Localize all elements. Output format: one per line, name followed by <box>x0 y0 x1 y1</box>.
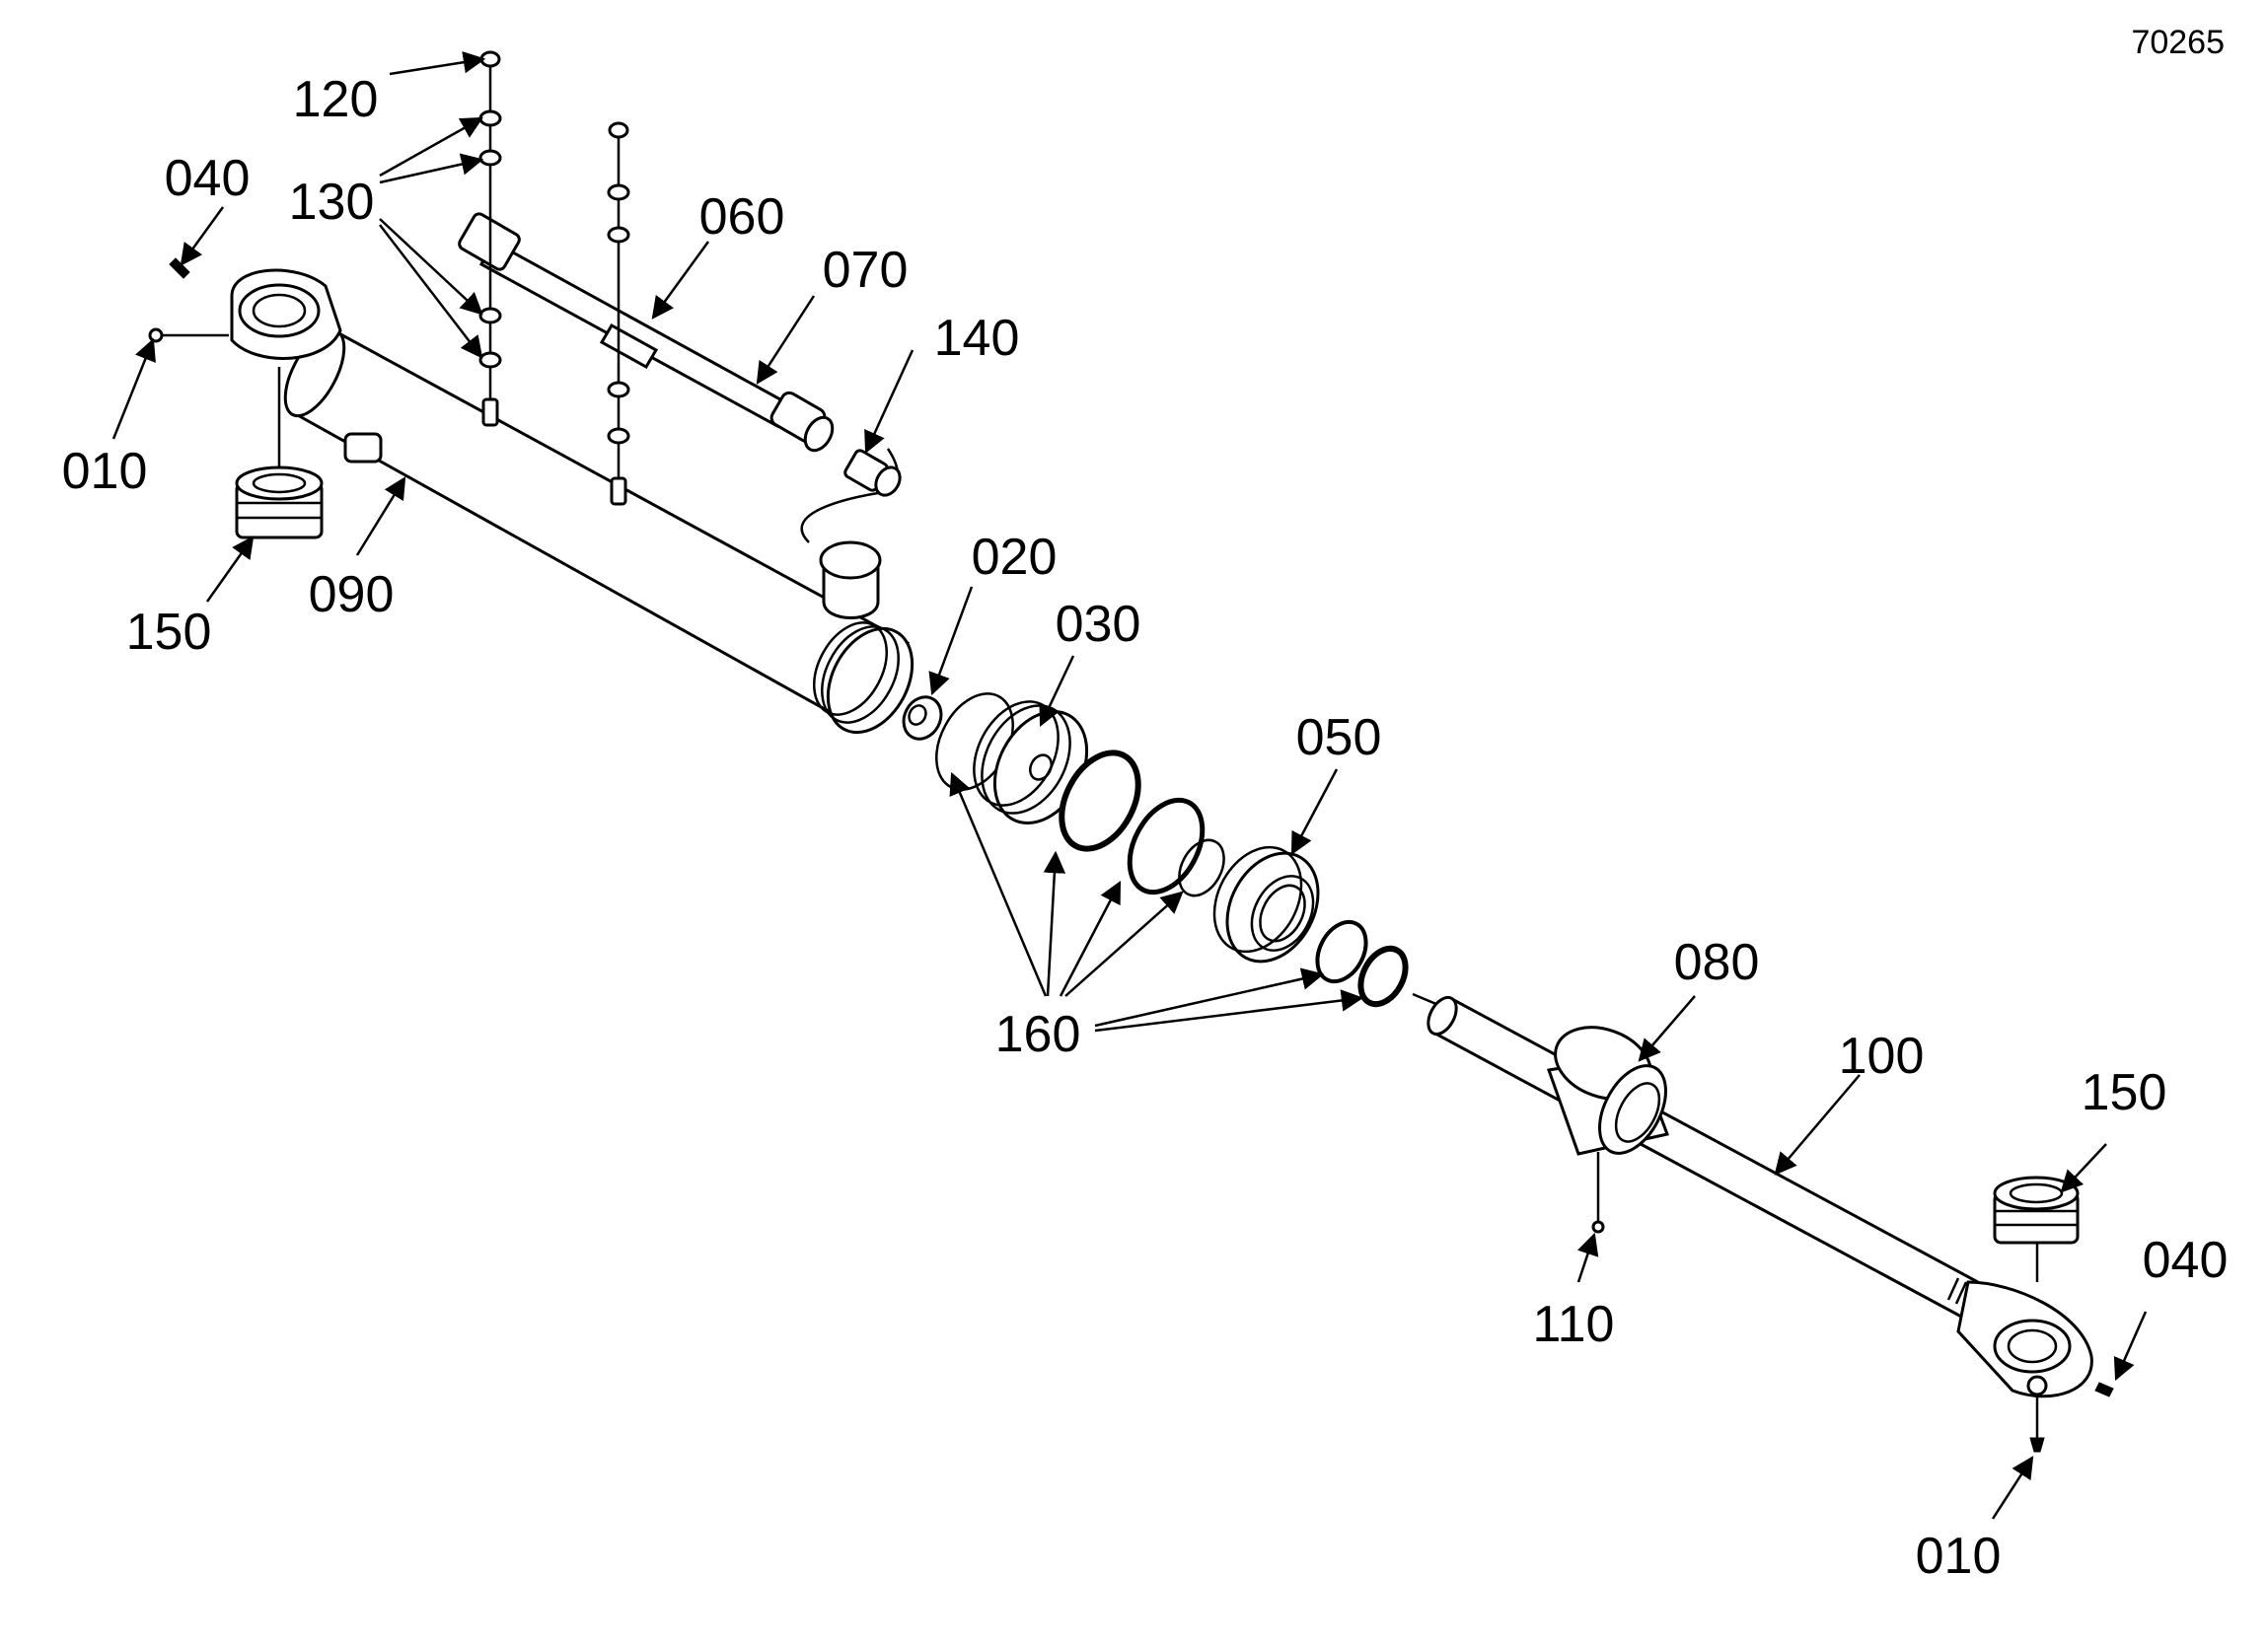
callout-100: 100 <box>1839 1028 1925 1085</box>
mounting-hardware-right <box>607 121 630 506</box>
barrel-port-fitting <box>800 448 900 619</box>
gland <box>1212 845 1320 964</box>
set-screw-right <box>2094 1382 2114 1397</box>
callout-070: 070 <box>823 242 909 299</box>
rod-clevis-eye <box>1956 1243 2093 1440</box>
callout-040-right: 040 <box>2143 1232 2229 1289</box>
rear-clevis-eye <box>230 268 342 473</box>
callout-160: 160 <box>995 1006 1081 1063</box>
seal-ring-2 <box>1059 750 1141 852</box>
seal-ring-5 <box>1315 919 1368 984</box>
grease-nipple-collar <box>1591 1220 1605 1234</box>
set-screw-left <box>169 257 190 279</box>
seal-ring-3 <box>1127 797 1206 895</box>
callout-150-left: 150 <box>126 604 212 661</box>
document-number: 70265 <box>2131 24 2225 61</box>
callout-090: 090 <box>309 566 395 623</box>
callout-040-left: 040 <box>165 150 251 207</box>
leader-lines <box>111 51 2148 1520</box>
hydraulic-tube-assembly <box>458 212 902 497</box>
grease-nipple-left <box>148 327 229 343</box>
rod-collar <box>1546 1026 1670 1223</box>
callout-080: 080 <box>1674 934 1760 991</box>
callout-120: 120 <box>293 71 379 128</box>
cylinder-barrel <box>283 327 915 735</box>
mounting-hardware-left <box>478 50 502 427</box>
callout-010-left: 010 <box>62 443 148 500</box>
callout-020: 020 <box>972 529 1058 586</box>
callout-030: 030 <box>1056 596 1141 653</box>
seal-ring-6 <box>1357 945 1409 1008</box>
callout-060: 060 <box>699 188 785 246</box>
callout-050: 050 <box>1296 709 1382 766</box>
spherical-bushing-right <box>1993 1176 2080 1245</box>
callout-010-right: 010 <box>1916 1528 2002 1585</box>
callout-140: 140 <box>934 310 1020 367</box>
seal-ring-4 <box>1178 838 1225 897</box>
piston-nut <box>902 695 943 741</box>
grease-nipple-right <box>2029 1437 2045 1453</box>
callout-labels: 120 130 040 060 070 140 010 150 090 020 … <box>62 71 2229 1585</box>
callout-110: 110 <box>1533 1296 1615 1353</box>
spherical-bushing-left <box>235 465 324 539</box>
callout-150-right: 150 <box>2082 1064 2167 1121</box>
callout-130: 130 <box>289 174 375 231</box>
